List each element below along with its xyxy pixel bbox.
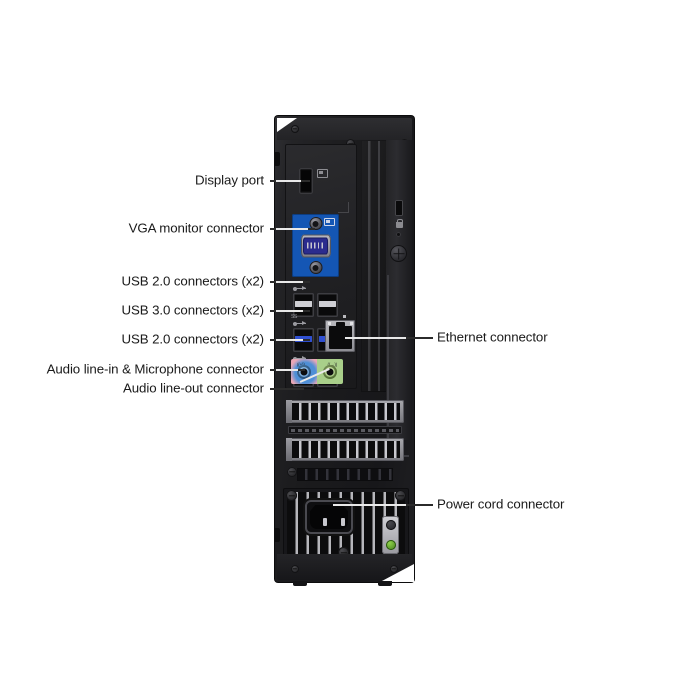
power-cord-connector[interactable] (305, 500, 353, 534)
usb-icon-top (293, 285, 306, 292)
psu-test-button[interactable] (385, 520, 396, 530)
label-usb20-bottom: USB 2.0 connectors (x2) (121, 331, 264, 347)
label-ethernet: Ethernet connector (437, 329, 548, 345)
superspeed-marking: SS (291, 314, 298, 320)
ethernet-led-right (349, 321, 353, 325)
chassis-screw-top-mid (346, 139, 355, 148)
power-inlet-opening (310, 505, 348, 529)
usb-port[interactable] (317, 293, 338, 317)
psu-diagnostic-panel[interactable] (382, 516, 399, 554)
label-usb20-top: USB 2.0 connectors (x2) (121, 273, 264, 289)
chassis-screw-bottom-mid (338, 547, 349, 558)
vga-thumbscrew-top (309, 217, 322, 230)
vga-thumbscrew-bottom (309, 261, 322, 274)
chassis-right-rail (386, 140, 412, 457)
audio-line-in-connector[interactable] (297, 364, 311, 379)
leader-audio-line-out (270, 388, 304, 390)
chassis-screw-bottom-right (390, 565, 398, 573)
leader-audio-line-in-on-chassis (276, 369, 298, 371)
security-lock-slot (395, 200, 403, 216)
label-audio-line-in: Audio line-in & Microphone connector (46, 361, 265, 377)
chassis-foot-left (293, 581, 307, 586)
chassis-side-vent-top (274, 152, 280, 166)
padlock-icon (395, 218, 403, 228)
leader-display-port-on-chassis (276, 180, 301, 182)
ethernet-led-left (327, 321, 331, 325)
ethernet-clip-slot (335, 322, 345, 329)
leader-ethernet-on-chassis (345, 337, 413, 339)
vga-shell-inner (303, 237, 328, 254)
leader-power-cord-on-chassis (333, 504, 413, 506)
vga-dsub-shell (300, 234, 331, 257)
label-usb30: USB 3.0 connectors (x2) (121, 302, 264, 318)
chassis-foot-right (378, 581, 392, 586)
panel-bracket-mark (338, 202, 349, 213)
leader-ethernet (406, 337, 433, 339)
vga-icon (324, 218, 335, 226)
usb-icon-bottom (293, 355, 306, 362)
ethernet-connector[interactable] (325, 320, 355, 352)
expansion-slot-cover-1 (286, 400, 404, 423)
leader-usb20-top-on-chassis (276, 281, 303, 283)
chassis-top-bezel (277, 118, 412, 140)
line-out-icon: ((→)) (328, 362, 338, 367)
psu-screw-tl (286, 490, 297, 501)
label-audio-line-out: Audio line-out connector (122, 380, 264, 396)
chassis-screw-top-left (291, 125, 299, 133)
psu-screw-tr (395, 490, 406, 501)
label-power-cord: Power cord connector (437, 496, 565, 512)
computer-chassis-rear: SS ((+)) ((→)) (274, 116, 414, 586)
chassis-screw-bottom-left (291, 565, 299, 573)
leader-usb20-bottom-on-chassis (276, 339, 303, 341)
vga-pins (307, 242, 324, 249)
label-display-port: Display port (194, 172, 264, 188)
ethernet-opening (328, 326, 352, 349)
expansion-slot-empty (288, 426, 402, 434)
vga-monitor-connector[interactable] (292, 214, 339, 277)
usb-20-connectors-top[interactable] (293, 293, 338, 317)
audio-line-out-connector[interactable] (323, 364, 337, 379)
leader-vga-on-chassis (276, 228, 308, 230)
rail-hole (396, 232, 401, 237)
line-in-icon: ((+)) (297, 362, 305, 367)
psu-status-led (385, 540, 396, 550)
usb-superspeed-icon (293, 320, 306, 327)
expansion-slot-cover-2 (286, 438, 404, 461)
leader-usb30-on-chassis (276, 310, 303, 312)
leader-power-cord (406, 504, 433, 506)
slot-retention-screw[interactable] (287, 467, 297, 477)
cover-thumbscrew[interactable] (390, 245, 407, 262)
label-vga: VGA monitor connector (128, 220, 264, 236)
displayport-icon (317, 169, 328, 178)
chassis-side-vent-bottom (274, 528, 280, 542)
lower-vent-strip (297, 468, 393, 481)
